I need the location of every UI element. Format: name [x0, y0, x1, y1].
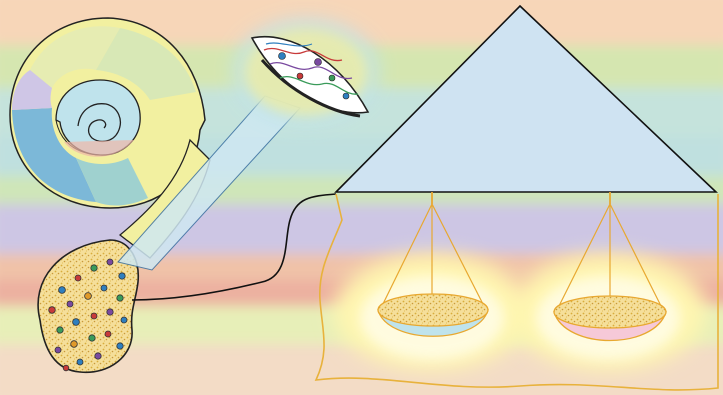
pod-structure — [234, 20, 378, 124]
